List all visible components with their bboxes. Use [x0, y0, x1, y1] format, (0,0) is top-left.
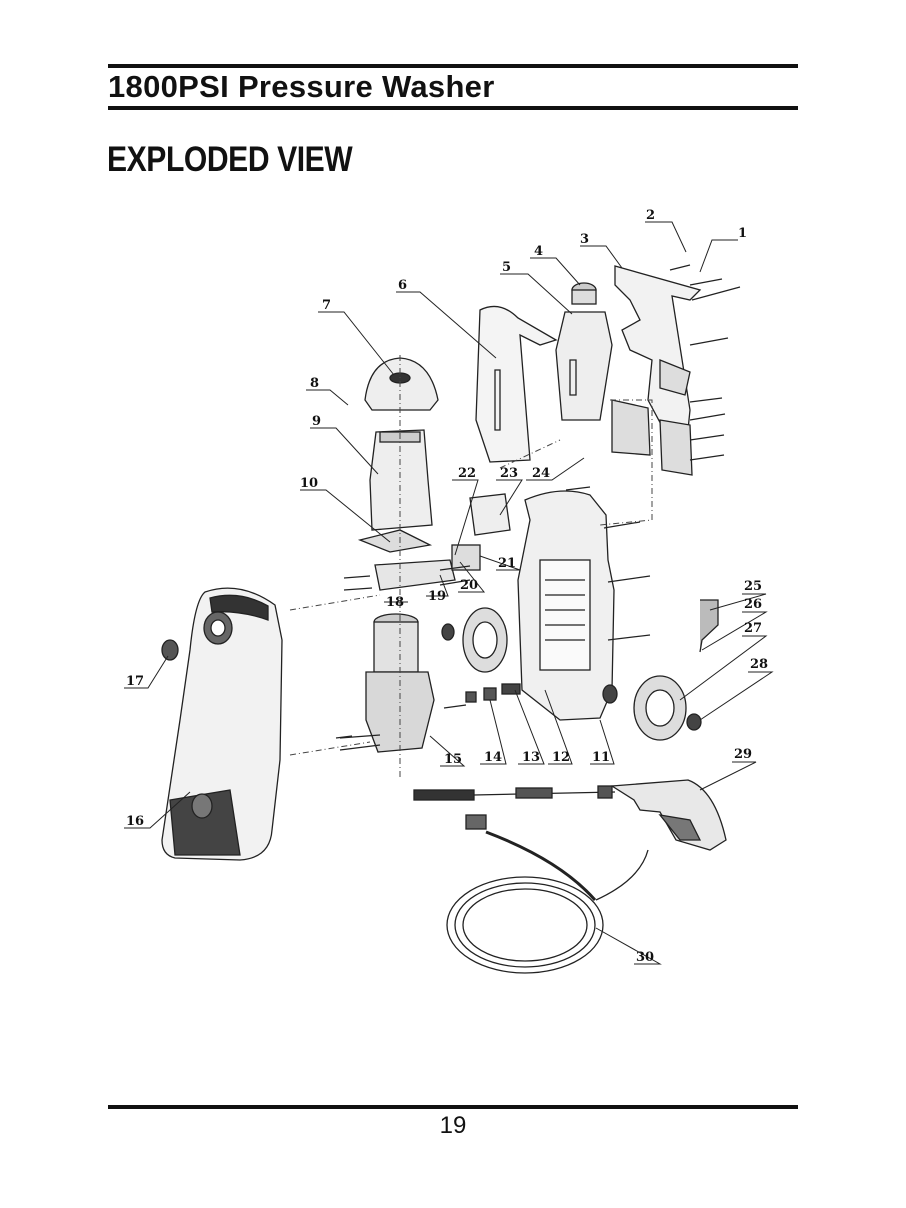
callout-5: 5 [502, 260, 511, 275]
callout-22: 22 [458, 466, 476, 481]
callout-6: 6 [398, 278, 407, 293]
callout-11: 11 [592, 750, 610, 765]
left-wheel-part [441, 607, 508, 673]
callout-21: 21 [498, 556, 516, 571]
tank-part [555, 282, 613, 421]
pump-motor-part [339, 613, 435, 753]
callout-7: 7 [322, 298, 331, 313]
clip-part [469, 493, 511, 536]
hose-part [446, 814, 649, 974]
callout-20: 20 [460, 578, 478, 593]
callout-12: 12 [552, 750, 570, 765]
callout-9: 9 [312, 414, 321, 429]
callout-23: 23 [500, 466, 518, 481]
handle-part [611, 265, 702, 476]
cord-part [699, 599, 719, 653]
callout-24: 24 [532, 466, 550, 481]
callout-26: 26 [744, 597, 762, 612]
callout-27: 27 [744, 621, 762, 636]
main-frame-part [517, 490, 615, 721]
callout-3: 3 [580, 232, 589, 247]
callout-10: 10 [300, 476, 318, 491]
footer-rule [108, 1105, 798, 1109]
callout-29: 29 [734, 747, 752, 762]
callout-labels: 1 2 3 4 5 6 7 8 9 10 11 12 13 14 15 16 1… [126, 208, 768, 965]
header-rule-bottom [108, 106, 798, 110]
callout-19: 19 [428, 589, 446, 604]
motor-cap-part [364, 357, 439, 411]
screws [335, 264, 741, 739]
fittings-part [465, 683, 521, 703]
rear-cover-part [475, 305, 558, 463]
callout-28: 28 [750, 657, 768, 672]
page-number: 19 [439, 1112, 467, 1139]
plate-part [357, 529, 433, 553]
callout-18: 18 [386, 595, 404, 610]
callout-1: 1 [738, 226, 747, 241]
section-title: EXPLODED VIEW [107, 140, 353, 179]
page-header-title: 1800PSI Pressure Washer [108, 69, 495, 104]
callout-13: 13 [522, 750, 540, 765]
callout-25: 25 [744, 579, 762, 594]
leader-lines [124, 221, 774, 965]
callout-30: 30 [636, 950, 654, 965]
plug-part [161, 639, 179, 661]
spray-gun-part [413, 779, 727, 851]
bracket-part [374, 559, 456, 591]
right-wheel-part [602, 675, 702, 741]
callout-14: 14 [484, 750, 502, 765]
callout-17: 17 [126, 674, 144, 689]
callout-2: 2 [646, 208, 655, 223]
front-cover-part [161, 587, 283, 861]
callout-15: 15 [444, 752, 462, 767]
motor-housing-part [369, 429, 433, 531]
assembly-lines [289, 355, 653, 780]
callout-4: 4 [534, 244, 543, 259]
header-rule-top [108, 64, 798, 68]
callout-8: 8 [310, 376, 319, 391]
callout-16: 16 [126, 814, 144, 829]
